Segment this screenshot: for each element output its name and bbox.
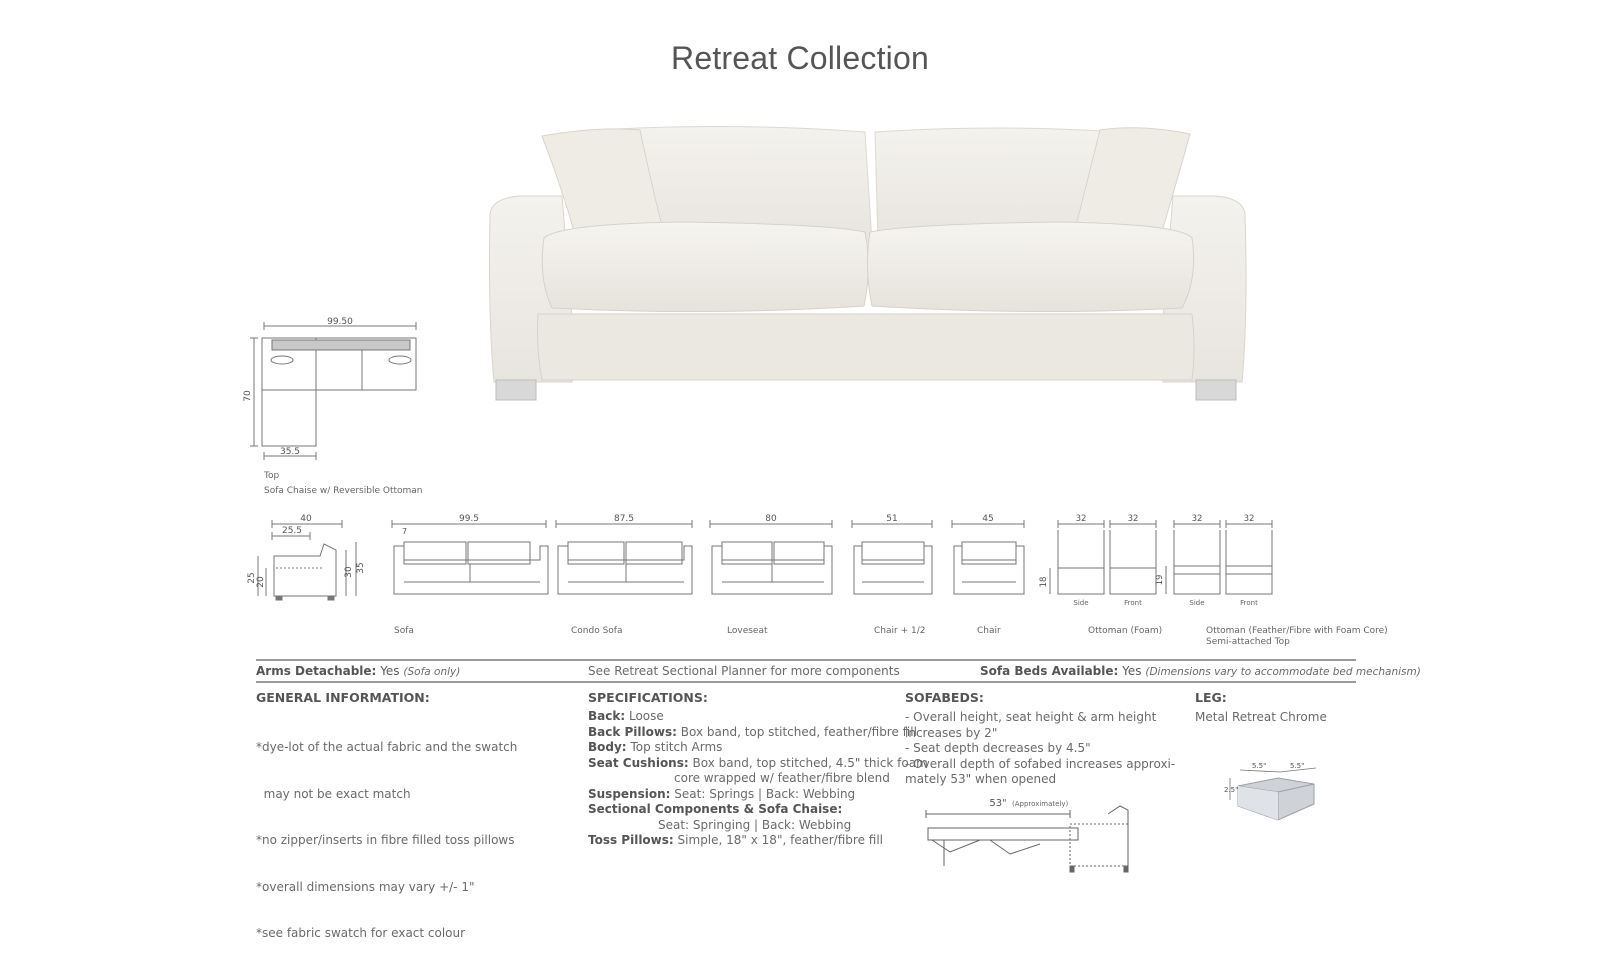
general-line: *see fabric swatch for exact colour (256, 926, 466, 940)
sofabeds-line: - Seat depth decreases by 4.5" (905, 741, 1091, 755)
ottoman-feather-front-label: Front (1240, 599, 1258, 607)
spec-row: Back: Loose (588, 709, 664, 723)
ottoman-feather-side-dim: 32 (1192, 514, 1203, 524)
top-width-dim: 99.50 (327, 317, 353, 327)
ottoman-foam-side-label: Side (1073, 599, 1088, 607)
side-arm-height-dim: 25 (247, 572, 257, 583)
general-line: *dye-lot of the actual fabric and the sw… (256, 740, 518, 754)
sofabeds-list: - Overall height, seat height & arm heig… (905, 710, 1175, 788)
specs-heading: SPECIFICATIONS: (588, 690, 708, 705)
general-list: *dye-lot of the actual fabric and the sw… (256, 709, 517, 957)
piece-label-ottoman-feather: Ottoman (Feather/Fibre with Foam Core) (1206, 626, 1388, 636)
spec-row: core wrapped w/ feather/fibre blend (674, 771, 890, 785)
ottoman-foam-height-dim: 18 (1039, 577, 1049, 588)
planner-note: See Retreat Sectional Planner for more c… (588, 664, 900, 678)
leg-value: Metal Retreat Chrome (1195, 710, 1327, 724)
sofabeds-line: - Overall height, seat height & arm heig… (905, 710, 1157, 724)
sofabeds-note: (Dimensions vary to accommodate bed mech… (1145, 666, 1421, 678)
spec-row: Seat Cushions: Box band, top stitched, 4… (588, 755, 928, 770)
top-view-label: Top (264, 471, 280, 481)
piece-label-loveseat: Loveseat (727, 626, 768, 636)
spec-row: Body: Top stitch Arms (588, 740, 723, 754)
leg-dim-h: 2.5" (1224, 786, 1238, 794)
piece-label-sofa: Sofa (394, 626, 414, 636)
sofabeds-line: increases by 2" (905, 725, 998, 740)
top-chaise-dim: 35.5 (280, 447, 300, 457)
side-depth-dim: 40 (300, 514, 312, 524)
general-line: *no zipper/inserts in fibre filled toss … (256, 833, 515, 847)
loveseat-dim: 80 (765, 514, 777, 524)
sofa-dim: 99.5 (459, 514, 479, 524)
sofabeds-heading: SOFABEDS: (905, 690, 984, 705)
sofabed-diagram: 53" (Approximately) (925, 798, 1129, 873)
leg-diagram: 5.5" 5.5" 2.5" (1224, 762, 1317, 821)
sofa-product-image (489, 125, 1247, 401)
general-heading: GENERAL INFORMATION: (256, 690, 430, 705)
sofabeds-label: Sofa Beds Available: (980, 664, 1119, 678)
ottoman-feather-height-dim: 19 (1155, 575, 1165, 586)
leg-heading: LEG: (1195, 690, 1227, 705)
top-view-diagram: 99.50 70 35.5 (243, 317, 417, 460)
pieces-diagrams: 99.5 7 87.5 80 51 45 32 32 18 Side Front… (391, 514, 1273, 607)
leg-dim-b: 5.5" (1290, 762, 1304, 770)
specs-list: Back: Loose Back Pillows: Box band, top … (588, 709, 928, 849)
ottoman-feather-front-dim: 32 (1244, 514, 1255, 524)
sofabed-dim-note: (Approximately) (1012, 800, 1069, 808)
general-line: may not be exact match (256, 786, 411, 801)
spec-row: Sectional Components & Sofa Chaise: (588, 802, 843, 816)
side-seat-height-dim: 20 (256, 576, 266, 588)
condo-sofa-dim: 87.5 (614, 514, 634, 524)
arms-note: (Sofa only) (403, 666, 461, 678)
side-back-inner-dim: 30 (344, 566, 354, 578)
spec-row: Back Pillows: Box band, top stitched, fe… (588, 724, 917, 739)
sofabeds-value: Yes (1122, 664, 1142, 678)
leg-dim-a: 5.5" (1252, 762, 1266, 770)
general-line: *overall dimensions may vary +/- 1" (256, 879, 475, 894)
spec-row: Toss Pillows: Simple, 18" x 18", feather… (588, 833, 883, 847)
piece-label-ottoman-foam: Ottoman (Foam) (1088, 626, 1163, 636)
top-depth-dim: 70 (243, 390, 253, 402)
sofa-extra-dim: 7 (402, 527, 407, 536)
sofabeds-line: mately 53" when opened (905, 772, 1057, 786)
spec-row: Seat: Springing | Back: Webbing (658, 817, 852, 832)
top-view-name: Sofa Chaise w/ Reversible Ottoman (264, 486, 423, 496)
page-title: Retreat Collection (671, 40, 929, 76)
spec-row: Suspension: Seat: Springs | Back: Webbin… (588, 786, 856, 801)
side-seat-depth-dim: 25.5 (282, 526, 302, 536)
piece-label-chair-half: Chair + 1/2 (874, 626, 926, 636)
arms-detachable: Arms Detachable: Yes (Sofa only) (256, 664, 460, 678)
side-profile-diagram: 40 25.5 25 20 30 35 (247, 514, 366, 601)
chair-half-dim: 51 (886, 514, 897, 524)
arms-label: Arms Detachable: (256, 664, 377, 678)
piece-label-ottoman-feather-sub: Semi-attached Top (1206, 637, 1290, 647)
piece-label-chair: Chair (977, 626, 1001, 636)
piece-label-condo-sofa: Condo Sofa (571, 626, 623, 636)
ottoman-foam-front-label: Front (1124, 599, 1142, 607)
ottoman-foam-side-dim: 32 (1076, 514, 1087, 524)
chair-dim: 45 (982, 514, 993, 524)
sofa-beds-available: Sofa Beds Available: Yes (Dimensions var… (980, 664, 1421, 678)
sofabeds-line: - Overall depth of sofabed increases app… (905, 756, 1176, 771)
ottoman-feather-side-label: Side (1189, 599, 1204, 607)
info-bar-bottom-rule (256, 681, 1356, 683)
ottoman-foam-front-dim: 32 (1128, 514, 1139, 524)
arms-value: Yes (380, 664, 400, 678)
side-back-height-dim: 35 (356, 562, 366, 573)
sofabed-dim: 53" (989, 798, 1006, 809)
info-bar-top-rule (256, 659, 1356, 661)
